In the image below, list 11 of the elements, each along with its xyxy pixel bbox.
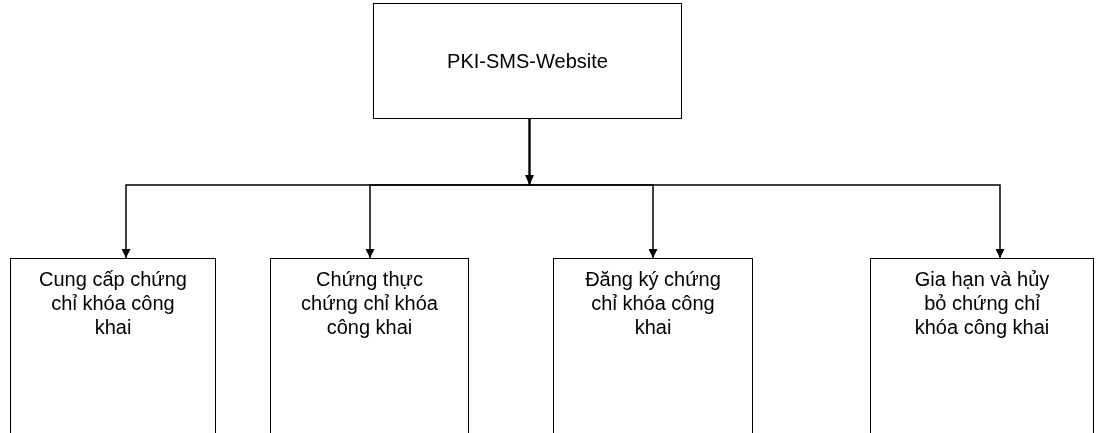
box-label: Đăng ký chứng chỉ khóa công khai <box>584 267 722 339</box>
process-box <box>553 258 753 433</box>
arrow <box>528 118 1005 259</box>
box-label: PKI-SMS-Website <box>447 49 608 73</box>
process-box <box>373 3 682 119</box>
process-box <box>10 258 216 433</box>
process-box <box>270 258 469 433</box>
box-label: Gia hạn và hủy bỏ chứng chỉ khóa công khai <box>913 267 1051 339</box>
process-box <box>870 258 1094 433</box>
box-label: Chứng thực chứng chỉ khóa công khai <box>300 267 439 339</box>
box-label: Cung cấp chứng chỉ khóa công khai <box>38 267 188 339</box>
